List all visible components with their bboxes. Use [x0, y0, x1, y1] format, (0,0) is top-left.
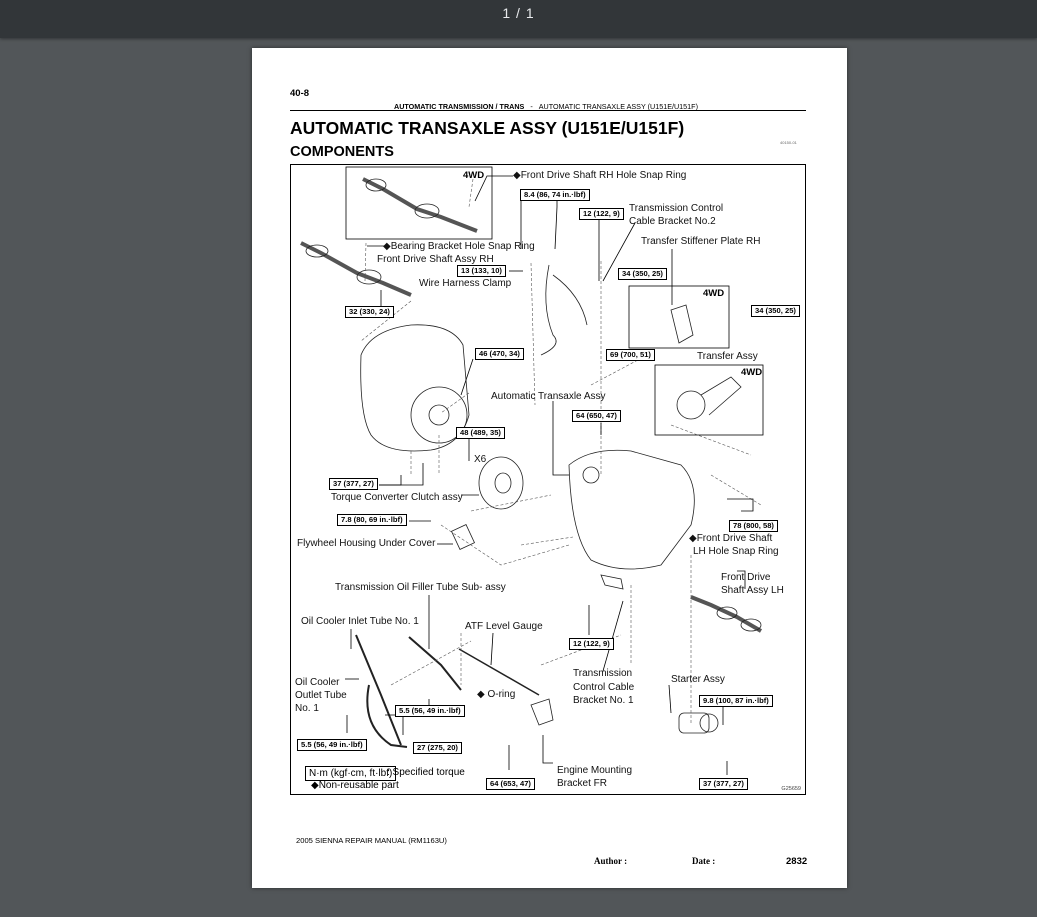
- torque-converter-drawing: [478, 456, 524, 510]
- torque-46: 46 (470, 34): [475, 348, 524, 360]
- torque-7-8: 7.8 (80, 69 in.·lbf): [337, 514, 407, 526]
- four-wd-box-stiffener: [628, 285, 730, 349]
- label-oil-cooler-inlet-tube: Oil Cooler Inlet Tube No. 1: [301, 616, 419, 627]
- diagram-artwork: [300, 166, 764, 775]
- label-flywheel-housing-under-cover: Flywheel Housing Under Cover: [297, 538, 436, 549]
- label-o-ring: ◆ O-ring: [477, 689, 516, 700]
- legend-torque-desc: : Specified torque: [387, 767, 465, 778]
- label-wire-harness-clamp: Wire Harness Clamp: [419, 278, 512, 289]
- badge-4wd-transfer: 4WD: [741, 367, 763, 378]
- label-cable-bracket-no1-line3: Bracket No. 1: [573, 695, 634, 706]
- badge-4wd-shaft: 4WD: [463, 170, 485, 181]
- header-subsection: AUTOMATIC TRANSAXLE ASSY (U151E/U151F): [538, 102, 698, 111]
- label-front-drive-shaft-rh-hole-snap-ring: ◆Front Drive Shaft RH Hole Snap Ring: [513, 170, 687, 181]
- label-front-drive-shaft-assy-rh: Front Drive Shaft Assy RH: [377, 254, 494, 265]
- page-title: AUTOMATIC TRANSAXLE ASSY (U151E/U151F): [290, 118, 685, 138]
- label-transfer-assy: Transfer Assy: [697, 351, 758, 362]
- engine-drawing: [360, 324, 470, 452]
- label-front-drive-shaft-assy-lh-line1: Front Drive: [721, 572, 771, 583]
- cable-bracket-no1-drawing: [600, 574, 624, 590]
- torque-12-bottom: 12 (122, 9): [569, 638, 614, 650]
- header-separator: -: [530, 102, 533, 111]
- torque-12-top: 12 (122, 9): [579, 208, 624, 220]
- torque-9-8: 9.8 (100, 87 in.·lbf): [699, 695, 773, 707]
- header-section: AUTOMATIC TRANSMISSION / TRANS: [394, 102, 525, 111]
- transaxle-drawing: [568, 449, 695, 570]
- label-cable-bracket-no2-line2: Cable Bracket No.2: [629, 216, 716, 227]
- atf-gauge-drawing: [458, 648, 540, 696]
- torque-69: 69 (700, 51): [606, 349, 655, 361]
- engine-mount-bracket-drawing: [530, 698, 554, 726]
- label-atf-level-gauge: ATF Level Gauge: [465, 621, 543, 632]
- legend-torque-unit: N·m (kgf·cm, ft·lbf): [305, 766, 397, 781]
- drive-shaft-rh-4wd-drawing: [362, 177, 478, 233]
- oil-cooler-inlet-tube-drawing: [355, 634, 402, 746]
- oil-filler-tube-drawing: [408, 636, 462, 691]
- label-automatic-transaxle-assy: Automatic Transaxle Assy: [491, 391, 606, 402]
- torque-13: 13 (133, 10): [457, 265, 506, 277]
- footer-page-number: 2832: [786, 856, 808, 867]
- stiffener-plate-drawing: [670, 304, 694, 344]
- assembly-guide-lines: [360, 178, 762, 725]
- page-number: 40-8: [290, 88, 310, 99]
- drive-shaft-lh-drawing: [690, 595, 763, 633]
- label-lh-snap-ring-line2: LH Hole Snap Ring: [693, 546, 779, 557]
- torque-5-5-left: 5.5 (56, 49 in.·lbf): [297, 739, 367, 751]
- torque-8-4: 8.4 (86, 74 in.·lbf): [520, 189, 590, 201]
- label-lh-snap-ring-line1: ◆Front Drive Shaft: [689, 533, 773, 544]
- four-wd-box-shaft: [345, 166, 493, 240]
- running-header: AUTOMATIC TRANSMISSION / TRANS-AUTOMATIC…: [394, 102, 698, 111]
- torque-37-bottom: 37 (377, 27): [699, 778, 748, 790]
- label-oil-cooler-outlet-line2: Outlet Tube: [295, 690, 347, 701]
- document-code: 40150-01: [780, 140, 797, 145]
- footer-author: Author :: [594, 856, 628, 866]
- header-rule: [290, 110, 806, 111]
- footer-date: Date :: [692, 856, 716, 866]
- label-transfer-stiffener-plate-rh: Transfer Stiffener Plate RH: [641, 236, 761, 247]
- torque-37-left: 37 (377, 27): [329, 478, 378, 490]
- label-transmission-oil-filler-tube: Transmission Oil Filler Tube Sub- assy: [335, 582, 506, 593]
- torque-5-5-mid: 5.5 (56, 49 in.·lbf): [395, 705, 465, 717]
- torque-64-top: 64 (650, 47): [572, 410, 621, 422]
- torque-34-left: 34 (350, 25): [618, 268, 667, 280]
- torque-34-right: 34 (350, 25): [751, 305, 800, 317]
- footer-manual: 2005 SIENNA REPAIR MANUAL (RM1163U): [296, 836, 447, 845]
- flywheel-cover-drawing: [450, 524, 476, 550]
- label-starter-assy: Starter Assy: [671, 674, 725, 685]
- figure-id: G25659: [781, 786, 801, 792]
- label-torque-converter-clutch-assy: Torque Converter Clutch assy: [331, 492, 463, 503]
- wire-harness-drawing: [540, 264, 557, 356]
- torque-32: 32 (330, 24): [345, 306, 394, 318]
- torque-64-bottom: 64 (653, 47): [486, 778, 535, 790]
- label-bearing-bracket-hole-snap-ring: ◆Bearing Bracket Hole Snap Ring: [383, 241, 535, 252]
- drive-shaft-rh-drawing: [300, 241, 412, 297]
- torque-48: 48 (489, 35): [456, 427, 505, 439]
- badge-4wd-stiffener: 4WD: [703, 288, 725, 299]
- label-oil-cooler-outlet-line1: Oil Cooler: [295, 677, 340, 688]
- torque-78: 78 (800, 58): [729, 520, 778, 532]
- torque-27: 27 (275, 20): [413, 742, 462, 754]
- label-cable-bracket-no1-line2: Control Cable: [573, 682, 635, 693]
- label-cable-bracket-no1-line1: Transmission: [573, 668, 633, 679]
- oil-cooler-outlet-tube-drawing: [366, 684, 408, 748]
- section-title: COMPONENTS: [290, 144, 394, 160]
- viewer-toolbar: 1 / 1: [0, 0, 1037, 38]
- leader-lines: [345, 175, 754, 775]
- label-engine-mount-bracket-line1: Engine Mounting: [557, 765, 633, 776]
- components-diagram: 4WD 4WD 4WD ◆Front Drive Shaft RH Hole S…: [290, 164, 806, 795]
- transfer-drawing: [676, 376, 742, 420]
- label-front-drive-shaft-assy-lh-line2: Shaft Assy LH: [721, 585, 784, 596]
- page-counter: 1 / 1: [502, 5, 535, 21]
- starter-drawing: [678, 712, 719, 734]
- label-oil-cooler-outlet-line3: No. 1: [295, 703, 319, 714]
- label-engine-mount-bracket-line2: Bracket FR: [557, 778, 608, 789]
- four-wd-box-transfer: [654, 364, 764, 436]
- legend-non-reusable: ◆Non-reusable part: [311, 780, 399, 791]
- document-page: 40-8 AUTOMATIC TRANSMISSION / TRANS-AUTO…: [252, 48, 847, 888]
- label-cable-bracket-no2-line1: Transmission Control: [629, 203, 724, 214]
- label-x6: X6: [474, 454, 487, 465]
